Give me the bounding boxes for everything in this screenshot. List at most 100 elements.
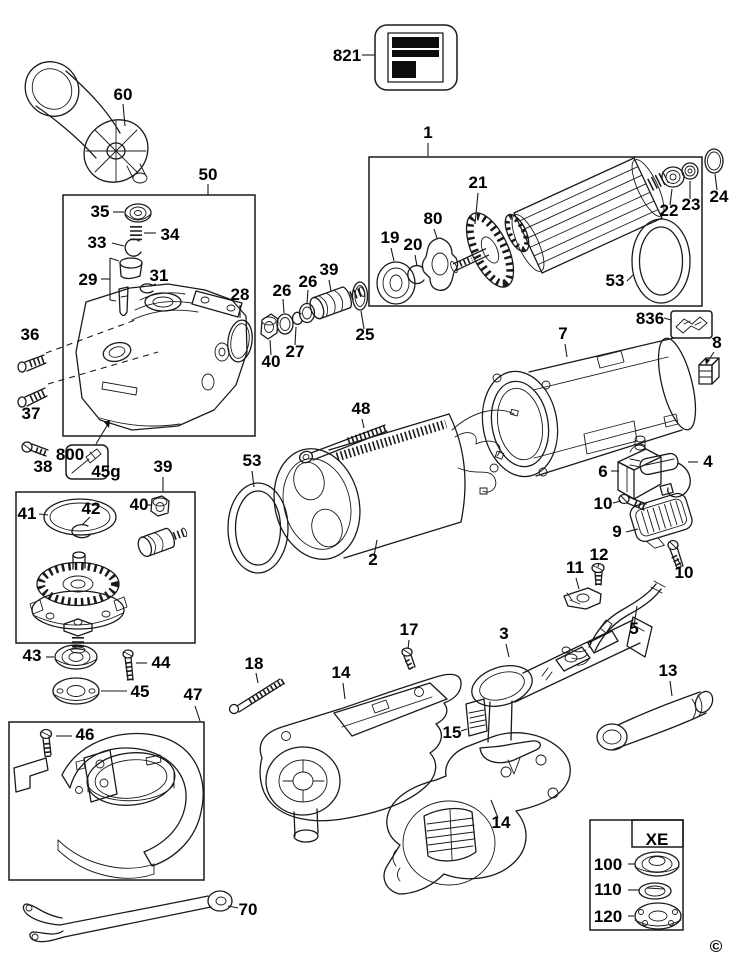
part-label-100: 100 [594, 855, 622, 874]
screw-37 [17, 387, 48, 408]
screw-10-a [612, 493, 647, 511]
part-label-60: 60 [114, 85, 133, 104]
part-label-53-right: 53 [606, 271, 625, 290]
bearing-23 [681, 162, 699, 199]
part-label-25: 25 [356, 325, 375, 344]
part-label-70: 70 [239, 900, 258, 919]
part-label-50: 50 [199, 165, 218, 184]
part-label-12: 12 [590, 545, 609, 564]
gasket-53-left [227, 470, 289, 574]
lock-pin-29 [101, 257, 143, 317]
spacer-train [260, 279, 369, 356]
screw-10-b [667, 539, 684, 570]
part-label-xe: XE [646, 830, 669, 849]
part-label-23: 23 [682, 195, 701, 214]
part-label-10-b: 10 [675, 563, 694, 582]
washer-26-a [276, 298, 294, 335]
part-label-836: 836 [636, 309, 664, 328]
spindle-gear [29, 551, 128, 654]
shim-110 [628, 882, 672, 900]
armature-core [450, 157, 669, 274]
part-label-21: 21 [469, 173, 488, 192]
part-label-6: 6 [598, 462, 607, 481]
spindle-box-39 [15, 477, 196, 654]
part-label-40-box: 40 [130, 495, 149, 514]
motor-housing-7 [481, 337, 697, 478]
part-label-grease-amount: 45g [91, 462, 120, 481]
gasket-53-right [626, 218, 691, 304]
screw-36 [17, 354, 47, 373]
part-label-9: 9 [612, 522, 621, 541]
side-handle-60 [24, 61, 149, 184]
part-label-29: 29 [79, 270, 98, 289]
part-label-3: 3 [499, 624, 508, 643]
flange-120 [628, 902, 682, 930]
part-label-40-mid: 40 [262, 352, 281, 371]
bearing-19 [376, 247, 416, 305]
part-label-26-b: 26 [299, 272, 318, 291]
brush-lead-4 [629, 452, 698, 498]
part-label-43: 43 [23, 646, 42, 665]
baffle-80 [421, 228, 459, 291]
part-label-41: 41 [18, 504, 37, 523]
part-label-27: 27 [286, 342, 305, 361]
part-label-5: 5 [629, 619, 638, 638]
part-label-80: 80 [424, 209, 443, 228]
part-label-7: 7 [558, 324, 567, 343]
carbon-brush-8 [698, 351, 720, 385]
shim-41 [38, 498, 117, 536]
part-label-38: 38 [34, 457, 53, 476]
part-label-copyright: © [710, 937, 723, 956]
snap-ring-20 [407, 254, 425, 285]
nut-40-mid [260, 313, 279, 356]
part-label-35: 35 [91, 202, 110, 221]
part-label-4: 4 [703, 452, 713, 471]
washer-26-b [298, 289, 316, 324]
ring-27 [291, 311, 303, 346]
assembly-box-50 [62, 184, 256, 437]
gear-case [75, 283, 248, 431]
part-label-14-lower: 14 [492, 813, 511, 832]
cord-cl-11 [563, 577, 602, 610]
part-label-37: 37 [22, 404, 41, 423]
part-label-44: 44 [152, 653, 171, 672]
pinion-39 [309, 286, 366, 320]
part-label-39-box: 39 [154, 457, 173, 476]
snap-ring-33 [111, 238, 142, 257]
fan-21 [465, 192, 515, 288]
housing-screws-36-37-38 [17, 318, 159, 457]
rear-handle-13 [596, 680, 714, 751]
xe-kit-box [589, 819, 684, 931]
screw-38 [21, 441, 49, 457]
cord-5 [561, 580, 666, 666]
part-label-31: 31 [150, 266, 169, 285]
alignment-line-36 [45, 318, 139, 354]
part-label-120: 120 [594, 907, 622, 926]
pinion-39-box [137, 527, 188, 558]
part-label-53-left: 53 [243, 451, 262, 470]
part-label-14-upper: 14 [332, 663, 351, 682]
clamp-nut-45 [52, 677, 127, 705]
part-label-47: 47 [184, 685, 203, 704]
screw-48 [298, 418, 388, 464]
part-label-26-a: 26 [273, 281, 292, 300]
part-label-20: 20 [404, 235, 423, 254]
part-label-34: 34 [161, 225, 180, 244]
part-label-22: 22 [660, 201, 679, 220]
part-label-821: 821 [333, 46, 361, 65]
lower-housing-14 [383, 732, 571, 895]
bearing-35 [113, 203, 152, 223]
ring-28 [227, 305, 253, 363]
alignment-line-37 [47, 351, 159, 385]
part-label-13: 13 [659, 661, 678, 680]
part-label-45: 45 [131, 682, 150, 701]
screw-46 [39, 728, 72, 758]
part-label-24: 24 [710, 187, 729, 206]
part-label-grease-code: 800 [56, 445, 84, 464]
screw-12 [591, 562, 605, 586]
part-label-28: 28 [231, 285, 250, 304]
screw-17 [401, 639, 416, 671]
part-label-42: 42 [82, 499, 101, 518]
clip-box-836 [663, 310, 718, 343]
